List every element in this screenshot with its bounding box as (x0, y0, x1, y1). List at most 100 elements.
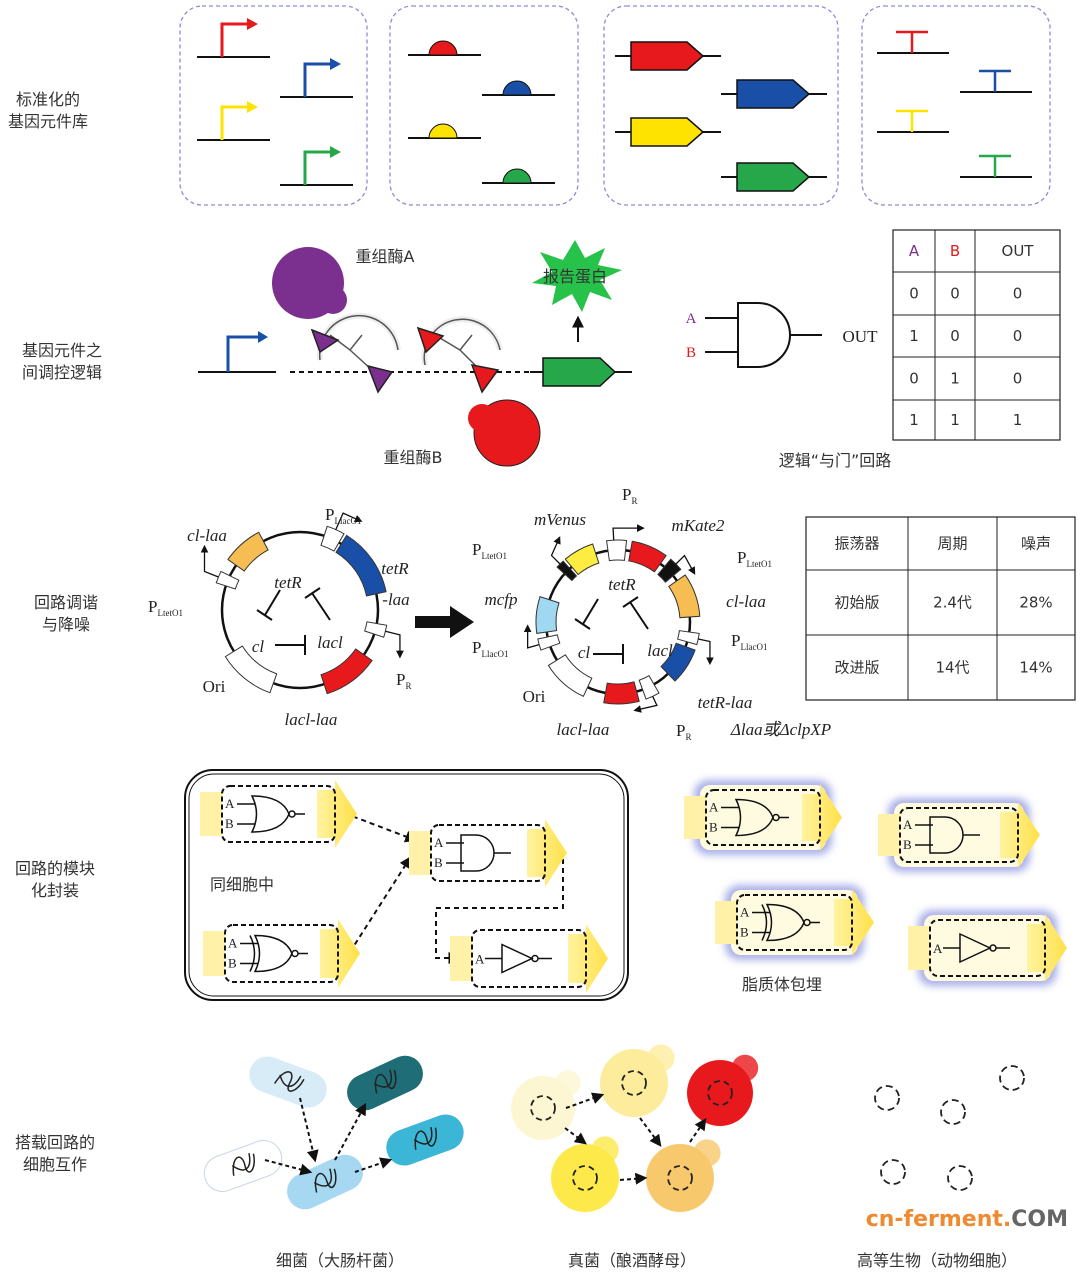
output-arrow-icon (802, 784, 842, 851)
row-label-interaction: 搭载回路的 细胞互作 (15, 1133, 95, 1174)
gate-input-label: B (903, 837, 912, 852)
gate-module-not: A (908, 910, 1067, 986)
and-gate-icon (929, 816, 964, 854)
promoter-icon (303, 62, 331, 97)
and-gate-icon (705, 302, 822, 368)
bacterium-body (249, 1056, 327, 1108)
promoter-icon (220, 22, 248, 57)
plasmid-dna-icon (413, 1127, 437, 1150)
svg-text:化封装: 化封装 (31, 881, 79, 900)
output-arrow-icon (1000, 802, 1040, 868)
row-label-logic: 基因元件之 间调控逻辑 (22, 341, 102, 382)
gate-curve (761, 904, 768, 941)
promoter-arrowhead (330, 146, 341, 158)
svg-text:搭载回路的: 搭载回路的 (15, 1133, 95, 1152)
circuit-icon (572, 1165, 598, 1191)
svg-text:Ori: Ori (523, 687, 546, 706)
promoter-arrow-icon (335, 512, 363, 530)
terminator-icon (979, 154, 1011, 177)
svg-text:mKate2: mKate2 (672, 516, 725, 535)
gate-module-nor: AB (684, 780, 842, 855)
yeast-body (600, 1049, 668, 1117)
liposome-interior (700, 785, 826, 850)
svg-text:tetR: tetR (608, 575, 636, 594)
plasmid-segment (668, 574, 701, 619)
svg-text:Δlaa或ΔclpXP: Δlaa或ΔclpXP (730, 720, 831, 739)
svg-text:lacl: lacl (317, 633, 343, 652)
gate-module-not: A (450, 924, 608, 993)
gate-input-label: B (228, 956, 237, 971)
input-promoter-block (684, 796, 706, 839)
svg-text:PLtetO1: PLtetO1 (472, 540, 507, 561)
plasmid-dna-icon (373, 1069, 397, 1094)
promoter-arrowhead (247, 18, 258, 30)
logic-circuit: 重组酶A 重组酶B 报告蛋白 (198, 229, 1061, 470)
plasmid-original (200, 512, 404, 695)
output-arrow-icon (317, 780, 357, 848)
svg-text:mVenus: mVenus (534, 510, 586, 529)
interaction-arrow (299, 1097, 319, 1163)
gate-module-xnor: AB (203, 919, 360, 988)
terminator-box (861, 5, 1051, 206)
promoter-arrow-icon (612, 524, 645, 541)
promoter-arrow-icon (633, 696, 658, 713)
table-cell: 1 (950, 370, 960, 388)
bacterium-icon (249, 1056, 327, 1108)
yeast-body (687, 1060, 753, 1126)
svg-text:基因元件库: 基因元件库 (8, 112, 88, 131)
gate-input-label: A (709, 800, 719, 815)
cell-interactions (203, 1044, 1025, 1212)
watermark: cn-ferment.COM (866, 1207, 1068, 1232)
recombinase-a-icon (272, 247, 347, 319)
and-gate-icon (460, 834, 495, 872)
gate-input-a: A (686, 311, 697, 327)
plasmid-segment (564, 543, 600, 576)
plasmid-segment (676, 630, 700, 646)
table-border (805, 516, 1076, 701)
svg-text:tetR: tetR (274, 573, 302, 592)
circuit-icon (707, 1080, 733, 1106)
svg-text:cl-laa: cl-laa (187, 526, 227, 545)
svg-text:cl: cl (578, 643, 591, 662)
plasmid-segment (224, 645, 278, 694)
plasmid-segment (364, 621, 388, 638)
input-promoter-block (200, 792, 222, 836)
input-promoter-block (715, 901, 737, 944)
bacterium-icon (386, 1114, 464, 1166)
svg-text:细胞互作: 细胞互作 (23, 1155, 87, 1174)
plasmid1-labels: cl-laa tetR -laa Ori lacl-laa tetR cl la… (148, 505, 411, 729)
gate-input-label: B (225, 816, 234, 831)
cds-icon (630, 41, 705, 71)
reporter-protein-icon (532, 240, 622, 312)
recombination-site-a-icon (310, 312, 401, 394)
input-promoter-block (450, 936, 472, 981)
plasmid-segment (227, 531, 269, 572)
table-cell: 0 (909, 370, 919, 388)
cds-icon (736, 162, 811, 192)
gate-input-label: A (228, 936, 238, 951)
interaction-arrow (639, 1117, 662, 1147)
table-cell: 0 (909, 285, 919, 303)
promoter-arrow-icon (523, 624, 540, 649)
interaction-arrow (334, 1102, 367, 1161)
svg-text:lacl-laa: lacl-laa (285, 710, 338, 729)
table-cell: 0 (1013, 285, 1023, 303)
arrow-right-icon (415, 606, 474, 638)
repression-icon (574, 596, 649, 664)
animal-cell-circuit-icon (940, 1099, 966, 1125)
circuit-icon (667, 1165, 693, 1191)
library-boxes (179, 5, 1051, 206)
gate-input-label: A (903, 817, 913, 832)
promoter-box (179, 5, 368, 206)
bacterium-icon (347, 1055, 423, 1111)
table-cell: 初始版 (834, 594, 879, 612)
svg-text:PLtetO1: PLtetO1 (737, 548, 772, 569)
table-cell: 28% (1019, 594, 1052, 612)
svg-text:基因元件之: 基因元件之 (22, 341, 102, 360)
logic-caption: 逻辑“与门”回路 (779, 451, 892, 470)
gate-input-label: A (933, 941, 943, 956)
svg-text:tetR-laa: tetR-laa (698, 693, 753, 712)
interaction-arrow (565, 1092, 605, 1109)
gate-curve (249, 935, 256, 972)
